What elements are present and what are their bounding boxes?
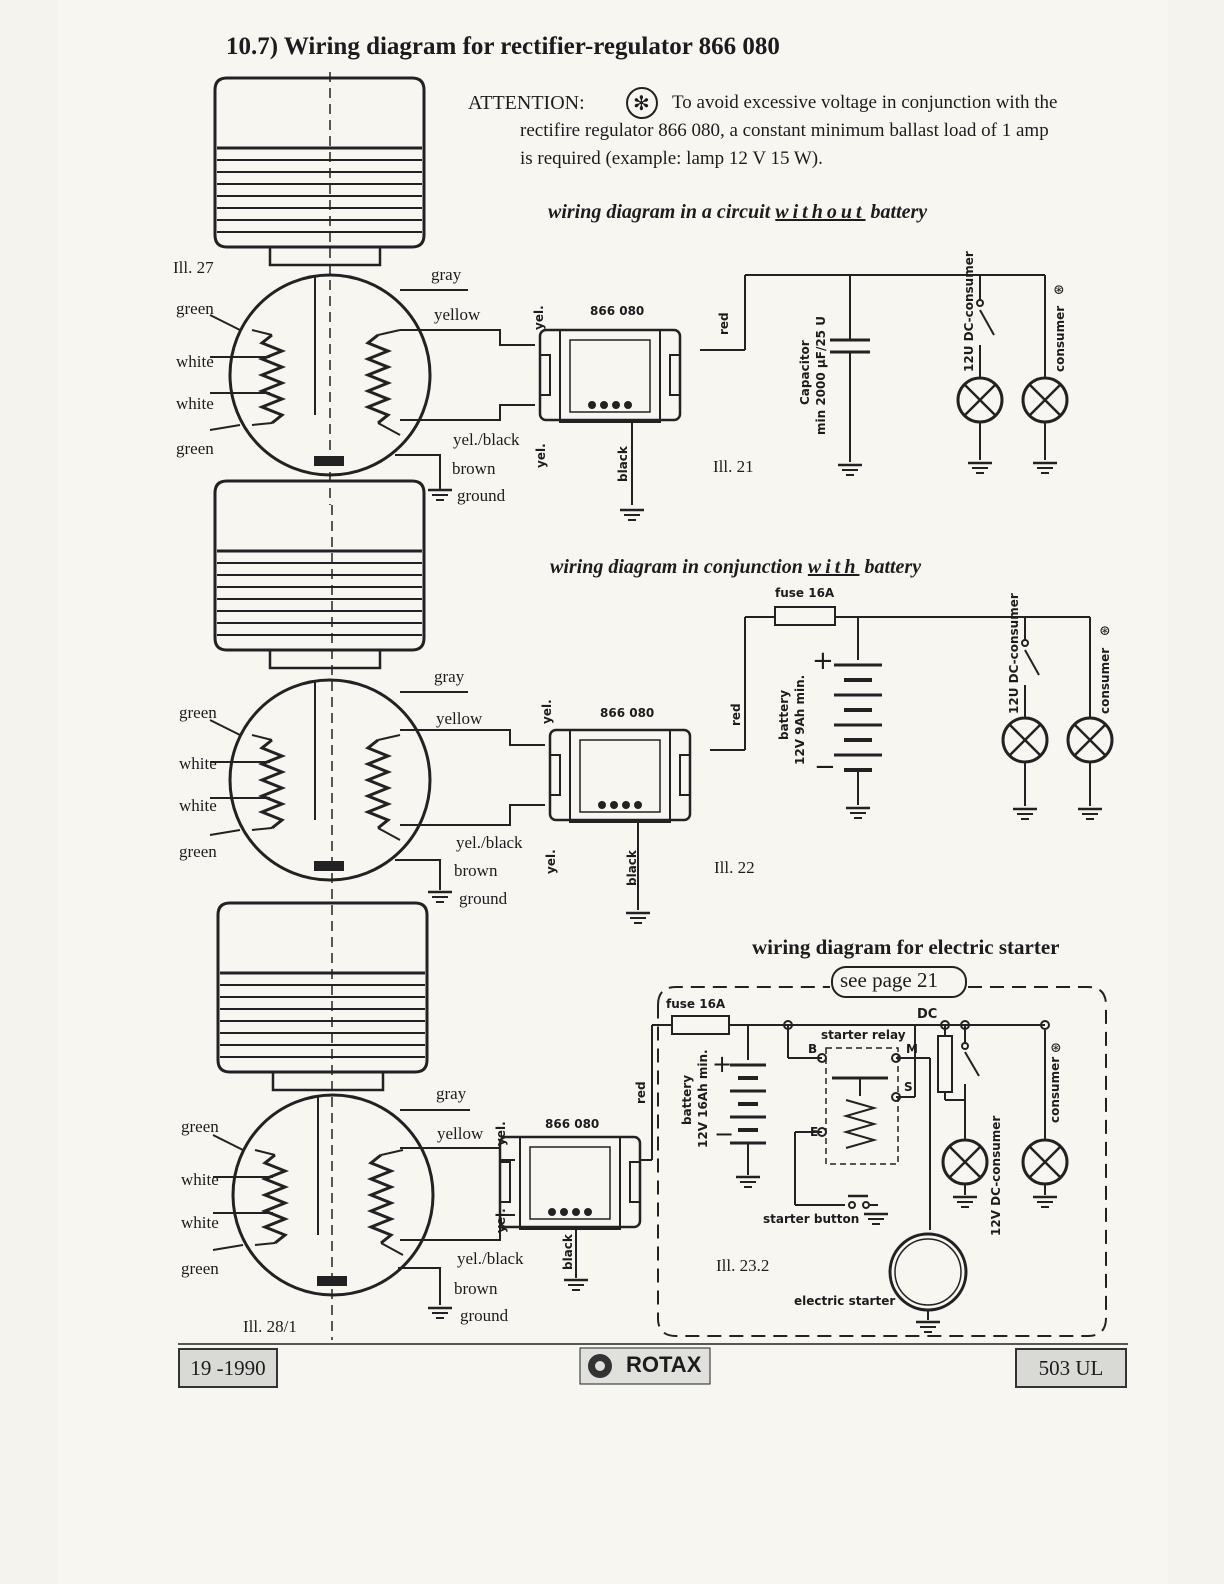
diagram1-heading-a: wiring diagram in a circuit bbox=[548, 201, 771, 223]
d3-label-red: red bbox=[634, 1081, 648, 1104]
d3-wire-yellow: yellow bbox=[437, 1124, 484, 1143]
page-title: 10.7) Wiring diagram for rectifier-regul… bbox=[226, 33, 780, 60]
ill-23-2-label: Ill. 23.2 bbox=[716, 1256, 770, 1275]
ill-21-label: Ill. 21 bbox=[713, 457, 754, 476]
d3-terminal-s: S bbox=[904, 1080, 913, 1094]
d2-battery-label: battery bbox=[777, 689, 791, 740]
ill-22-label: Ill. 22 bbox=[714, 858, 755, 877]
ill-28-1-label: Ill. 28/1 bbox=[243, 1317, 297, 1336]
footer-date: 19 -1990 bbox=[178, 1348, 278, 1388]
d1-label-black: black bbox=[616, 446, 630, 482]
d1-wire-yellow: yellow bbox=[434, 305, 481, 324]
d2-asterisk-icon: ⊛ bbox=[1099, 624, 1111, 639]
page bbox=[58, 0, 1168, 1584]
diagram1-heading: wiring diagram in a circuit without batt… bbox=[548, 201, 927, 224]
d1-capacitor-label: Capacitor bbox=[798, 340, 812, 405]
d1-wire-ground: ground bbox=[457, 486, 506, 505]
d1-wire-brown: brown bbox=[452, 459, 496, 478]
d2-label-red: red bbox=[729, 703, 743, 726]
attention-line-1: To avoid excessive voltage in conjunctio… bbox=[672, 92, 1058, 113]
d3-label-yel-bottom: yel. bbox=[494, 1208, 508, 1233]
d3-plus-icon: + bbox=[712, 1050, 733, 1078]
d3-label-black: black bbox=[561, 1234, 575, 1270]
d3-fuse-label: fuse 16A bbox=[666, 997, 726, 1011]
asterisk-icon: ✻ bbox=[633, 93, 650, 115]
d1-consumer-dc-label: 12U DC-consumer bbox=[962, 251, 976, 372]
d2-consumer-dc-label: 12U DC-consumer bbox=[1007, 593, 1021, 714]
see-page-link[interactable]: see page 21 bbox=[840, 968, 938, 992]
d3-wire-green-2: green bbox=[181, 1259, 219, 1278]
d1-wire-yel-black: yel./black bbox=[453, 430, 520, 449]
diagram2-heading-c: battery bbox=[864, 556, 922, 578]
footer-model: 503 UL bbox=[1015, 1348, 1127, 1388]
d1-label-red: red bbox=[717, 312, 731, 335]
attention-line-3: is required (example: lamp 12 V 15 W). bbox=[520, 148, 823, 169]
d3-regulator-label: 866 080 bbox=[545, 1117, 600, 1131]
d3-wire-white-2: white bbox=[181, 1213, 219, 1232]
d3-minus-icon: − bbox=[714, 1120, 735, 1148]
d3-asterisk-icon: ⊛ bbox=[1050, 1041, 1062, 1056]
d2-wire-green-2: green bbox=[179, 842, 217, 861]
d1-label-yel-bottom: yel. bbox=[534, 443, 548, 468]
diagram1-heading-b: without bbox=[775, 201, 866, 223]
d2-label-yel-top: yel. bbox=[540, 699, 554, 724]
d2-wire-brown: brown bbox=[454, 861, 498, 880]
attention-line-2: rectifire regulator 866 080, a constant … bbox=[520, 120, 1049, 141]
d3-consumer-label: consumer bbox=[1048, 1056, 1062, 1123]
d1-asterisk-icon: ⊛ bbox=[1053, 283, 1065, 298]
ill-27-label: Ill. 27 bbox=[173, 258, 214, 277]
d3-wire-green-1: green bbox=[181, 1117, 219, 1136]
d2-wire-white-2: white bbox=[179, 796, 217, 815]
d2-regulator-label: 866 080 bbox=[600, 706, 655, 720]
d3-wire-yel-black: yel./black bbox=[457, 1249, 524, 1268]
d2-wire-yel-black: yel./black bbox=[456, 833, 523, 852]
d3-battery-label: battery bbox=[680, 1074, 694, 1125]
d1-wire-green-1: green bbox=[176, 299, 214, 318]
d2-consumer-label: consumer bbox=[1098, 647, 1112, 714]
d2-fuse-label: fuse 16A bbox=[775, 586, 835, 600]
d1-consumer-label: consumer bbox=[1053, 305, 1067, 372]
d2-label-black: black bbox=[625, 850, 639, 886]
d1-capacitor-spec: min 2000 µF/25 U bbox=[814, 316, 828, 435]
diagram3-heading: wiring diagram for electric starter bbox=[752, 935, 1060, 959]
d2-battery-spec: 12V 9Ah min. bbox=[793, 674, 807, 765]
d2-label-yel-bottom: yel. bbox=[544, 849, 558, 874]
rotax-logo: ROTAX bbox=[626, 1352, 702, 1377]
d3-consumer-dc-label: 12V DC-consumer bbox=[989, 1115, 1003, 1236]
diagram2-heading-b: with bbox=[807, 556, 860, 578]
diagram1-heading-c: battery bbox=[870, 201, 928, 223]
d3-terminal-e: E bbox=[810, 1125, 819, 1139]
d3-battery-spec: 12V 16Ah min. bbox=[696, 1049, 710, 1148]
d3-starter-button-label: starter button bbox=[763, 1212, 860, 1226]
d3-label-yel-top: yel. bbox=[494, 1121, 508, 1146]
d3-dc-label: DC bbox=[917, 1007, 938, 1022]
d1-wire-white-1: white bbox=[176, 352, 214, 371]
d2-wire-white-1: white bbox=[179, 754, 217, 773]
d3-electric-starter-label: electric starter bbox=[794, 1294, 896, 1308]
d3-wire-ground: ground bbox=[460, 1306, 509, 1325]
diagram2-heading-a: wiring diagram in conjunction bbox=[550, 556, 803, 578]
d3-terminal-b: B bbox=[808, 1042, 818, 1056]
d3-terminal-m: M bbox=[906, 1042, 918, 1056]
d1-label-yel-top: yel. bbox=[532, 305, 546, 330]
d2-wire-yellow: yellow bbox=[436, 709, 483, 728]
d1-regulator-label: 866 080 bbox=[590, 304, 645, 318]
attention-label: ATTENTION: bbox=[468, 92, 585, 114]
d3-starter-relay-label: starter relay bbox=[821, 1028, 906, 1042]
d2-wire-ground: ground bbox=[459, 889, 508, 908]
d2-wire-gray: gray bbox=[434, 667, 465, 686]
d3-wire-white-1: white bbox=[181, 1170, 219, 1189]
d1-wire-green-2: green bbox=[176, 439, 214, 458]
d3-wire-brown: brown bbox=[454, 1279, 498, 1298]
d1-wire-white-2: white bbox=[176, 394, 214, 413]
d2-plus-icon: + bbox=[812, 646, 834, 676]
diagram2-heading: wiring diagram in conjunction with batte… bbox=[550, 556, 921, 579]
d2-wire-green-1: green bbox=[179, 703, 217, 722]
d3-wire-gray: gray bbox=[436, 1084, 467, 1103]
d2-minus-icon: − bbox=[814, 752, 836, 782]
d1-wire-gray: gray bbox=[431, 265, 462, 284]
